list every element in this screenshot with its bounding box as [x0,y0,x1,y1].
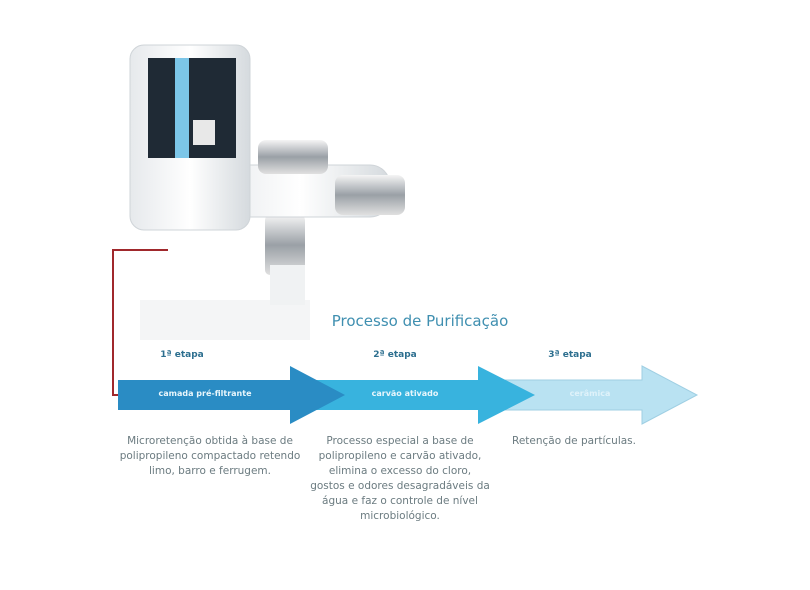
step-3-arrow-label: cerâmica [569,389,611,398]
diagram-title: Processo de Purificação [331,312,509,330]
step-3-label: 3ª etapa [548,350,592,360]
step-1-label: 1ª etapa [160,350,204,360]
step-1-description: Microretenção obtida à base de polipropi… [119,435,301,477]
step-2-arrow-label: carvão ativado [371,389,439,398]
step-3-description: Retenção de partículas. [512,435,636,447]
step-1-arrow [118,366,345,424]
step-2-label: 2ª etapa [373,350,417,360]
faucet-filter-image [129,44,405,340]
step-3-arrow [489,365,699,425]
connector-line [112,249,168,396]
step-1-arrow-label: camada pré-filtrante [158,389,252,398]
step-2-arrow [300,366,535,424]
step-2-description: Processo especial a base de polipropilen… [310,435,490,522]
